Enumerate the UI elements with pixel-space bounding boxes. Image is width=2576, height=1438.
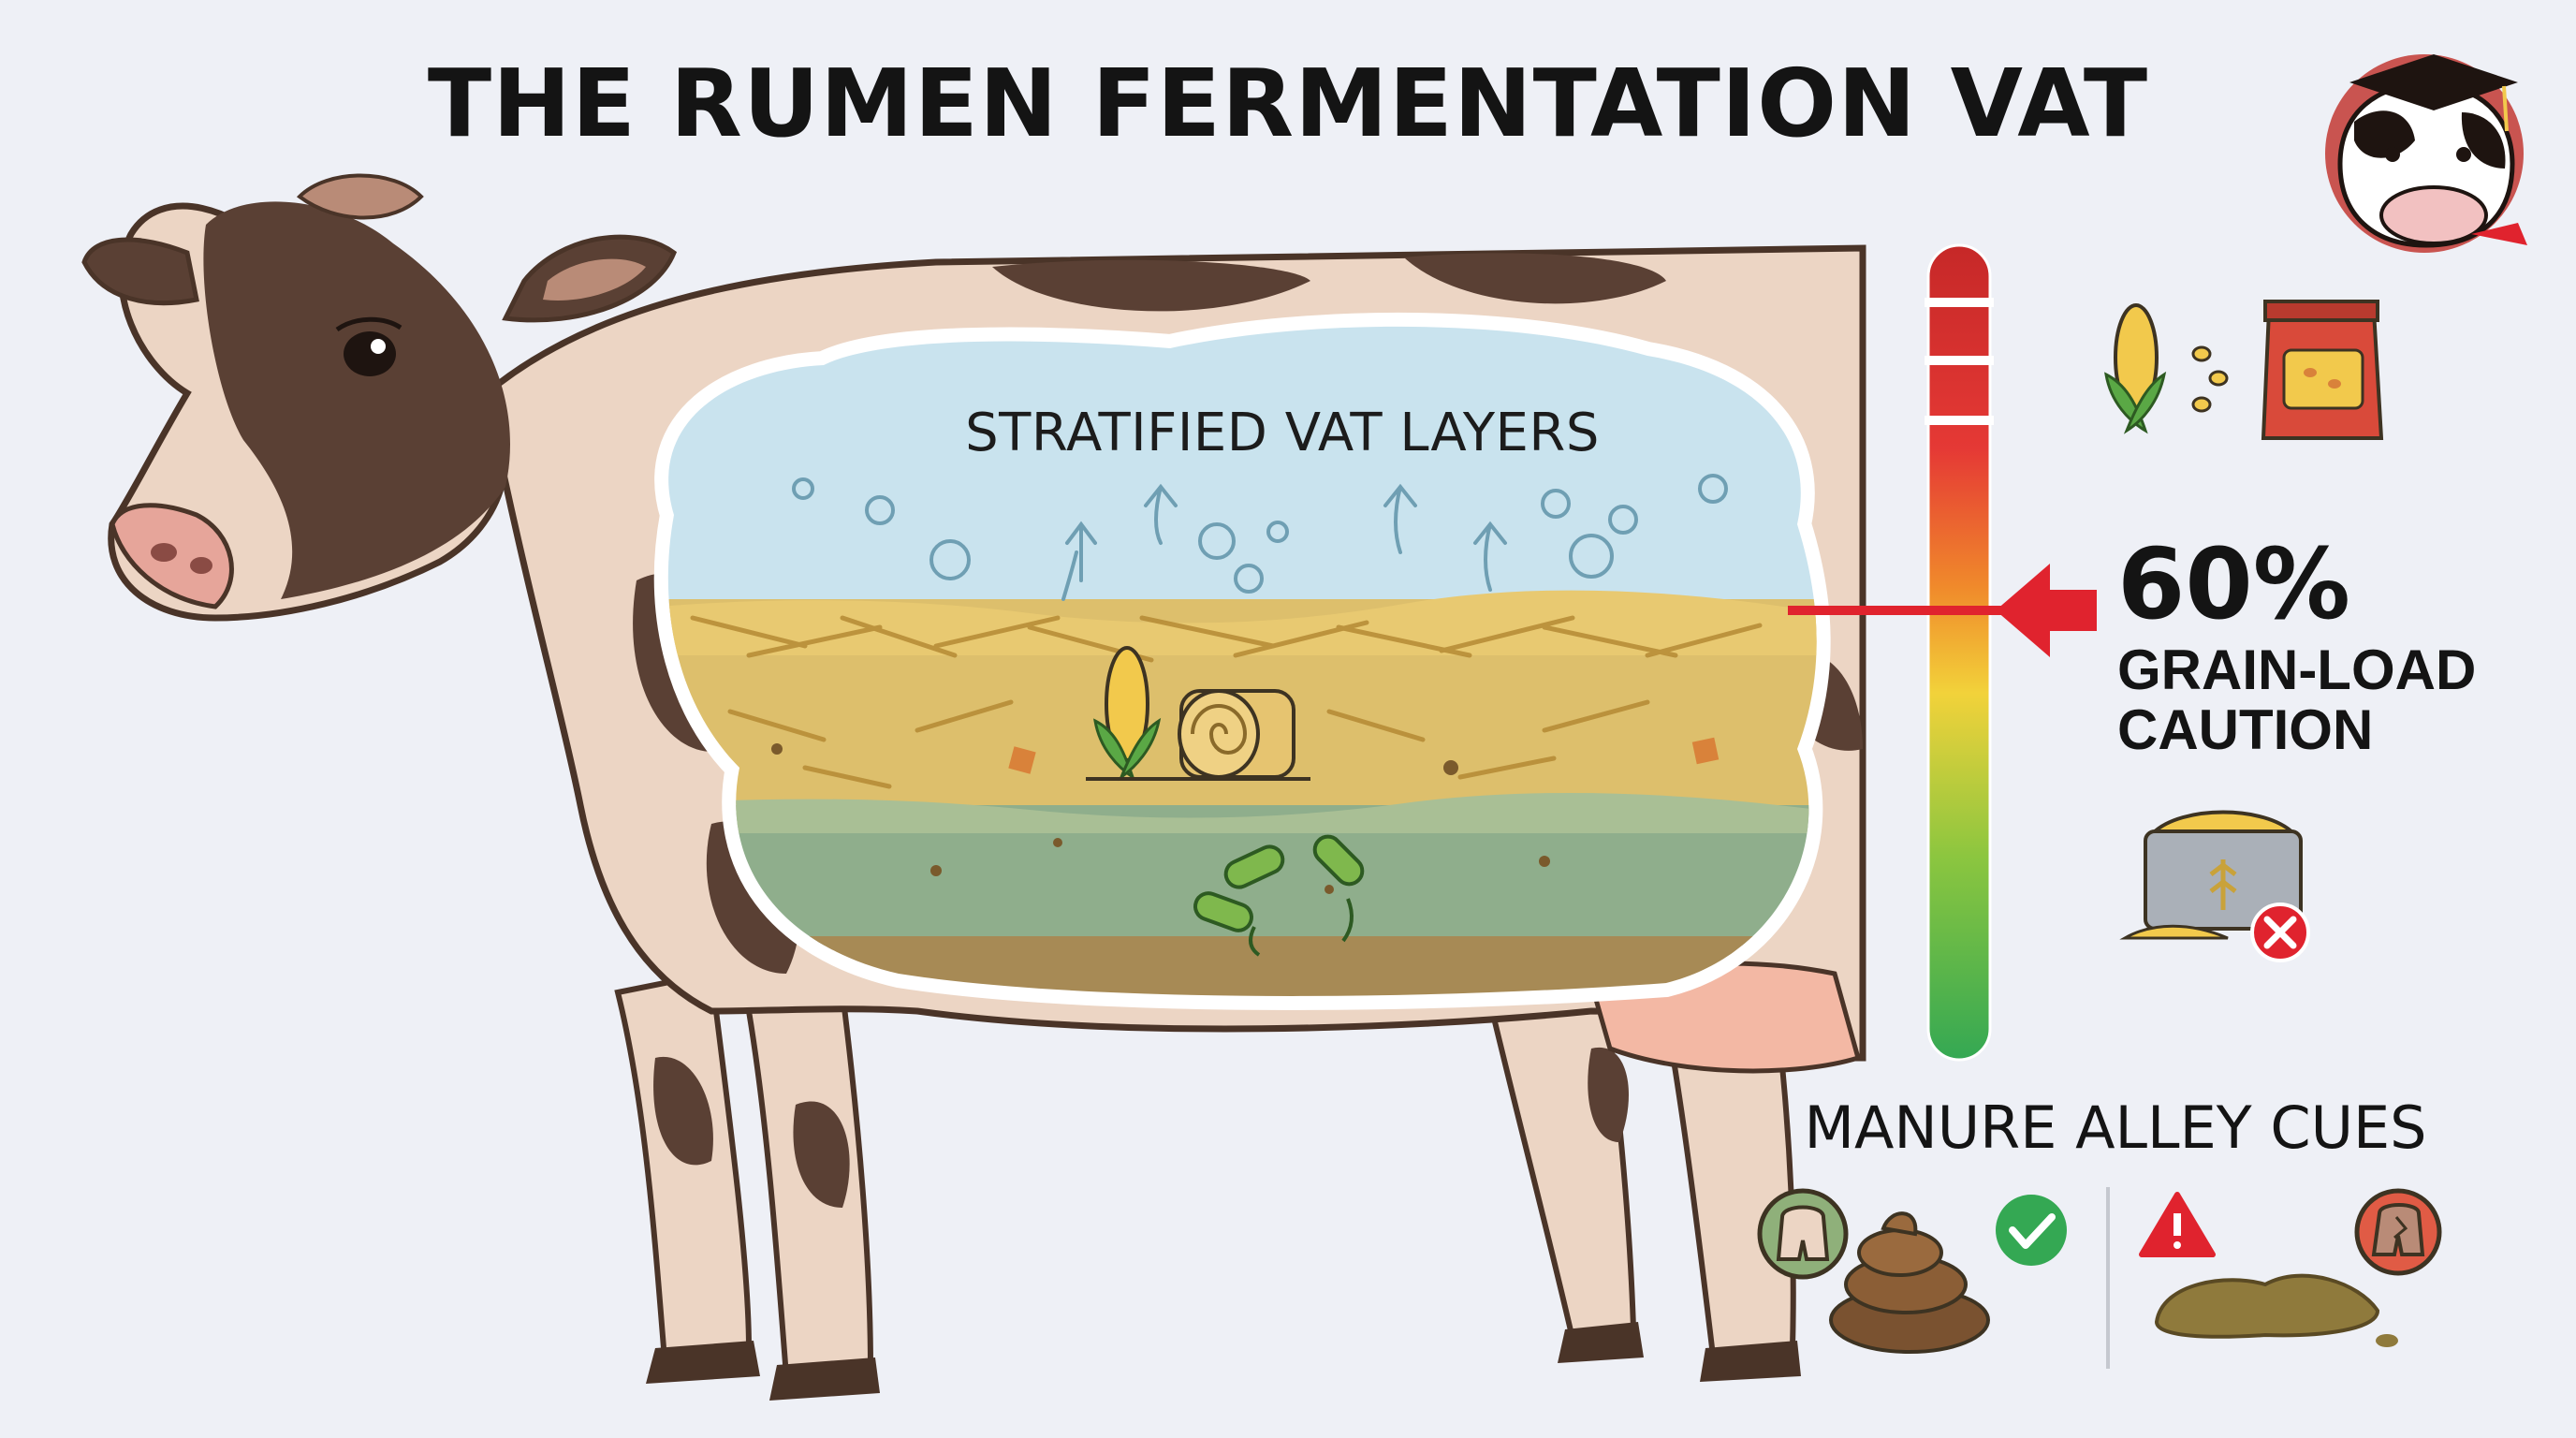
loose-manure-icon: [2154, 1273, 2398, 1347]
vat-layers-title: STRATIFIED VAT LAYERS: [965, 403, 1600, 463]
gas-layer: [667, 326, 1817, 609]
manure-alley-title: MANURE ALLEY CUES: [1804, 1093, 2427, 1162]
corn-cob-icon: [1093, 646, 1162, 782]
gas-bubbles: [792, 474, 1728, 594]
sore-hoof-icon: [2354, 1188, 2442, 1276]
bacteria-icon: [1193, 834, 1365, 957]
grain-bin-icon: [2119, 810, 2303, 940]
warning-icon: [2139, 1192, 2216, 1257]
healthy-hoof-icon: [1757, 1188, 1849, 1280]
no-grain-icon: [2250, 902, 2310, 962]
gauge-pointer-arrow: [1996, 564, 2097, 657]
grain-load-value: 60%: [2117, 527, 2350, 641]
grain-load-label-line-2: CAUTION: [2117, 698, 2374, 761]
hay-bale-icon: [1086, 689, 1310, 781]
rumen-vat-cutaway: [653, 312, 1831, 1010]
checkmark-icon: [1996, 1195, 2067, 1266]
page-title: THE RUMEN FERMENTATION VAT: [427, 49, 2149, 158]
grain-load-label: GRAIN-LOAD CAUTION: [2117, 640, 2492, 760]
feed-bag-icon: [2261, 300, 2384, 440]
corn-cob-icon: [2104, 303, 2229, 434]
firm-manure-icon: [1829, 1211, 1990, 1354]
cow-mascot-icon: [2325, 54, 2527, 253]
grain-load-gauge: [1788, 243, 2097, 1062]
grain-load-label-line-1: GRAIN-LOAD: [2117, 638, 2477, 701]
